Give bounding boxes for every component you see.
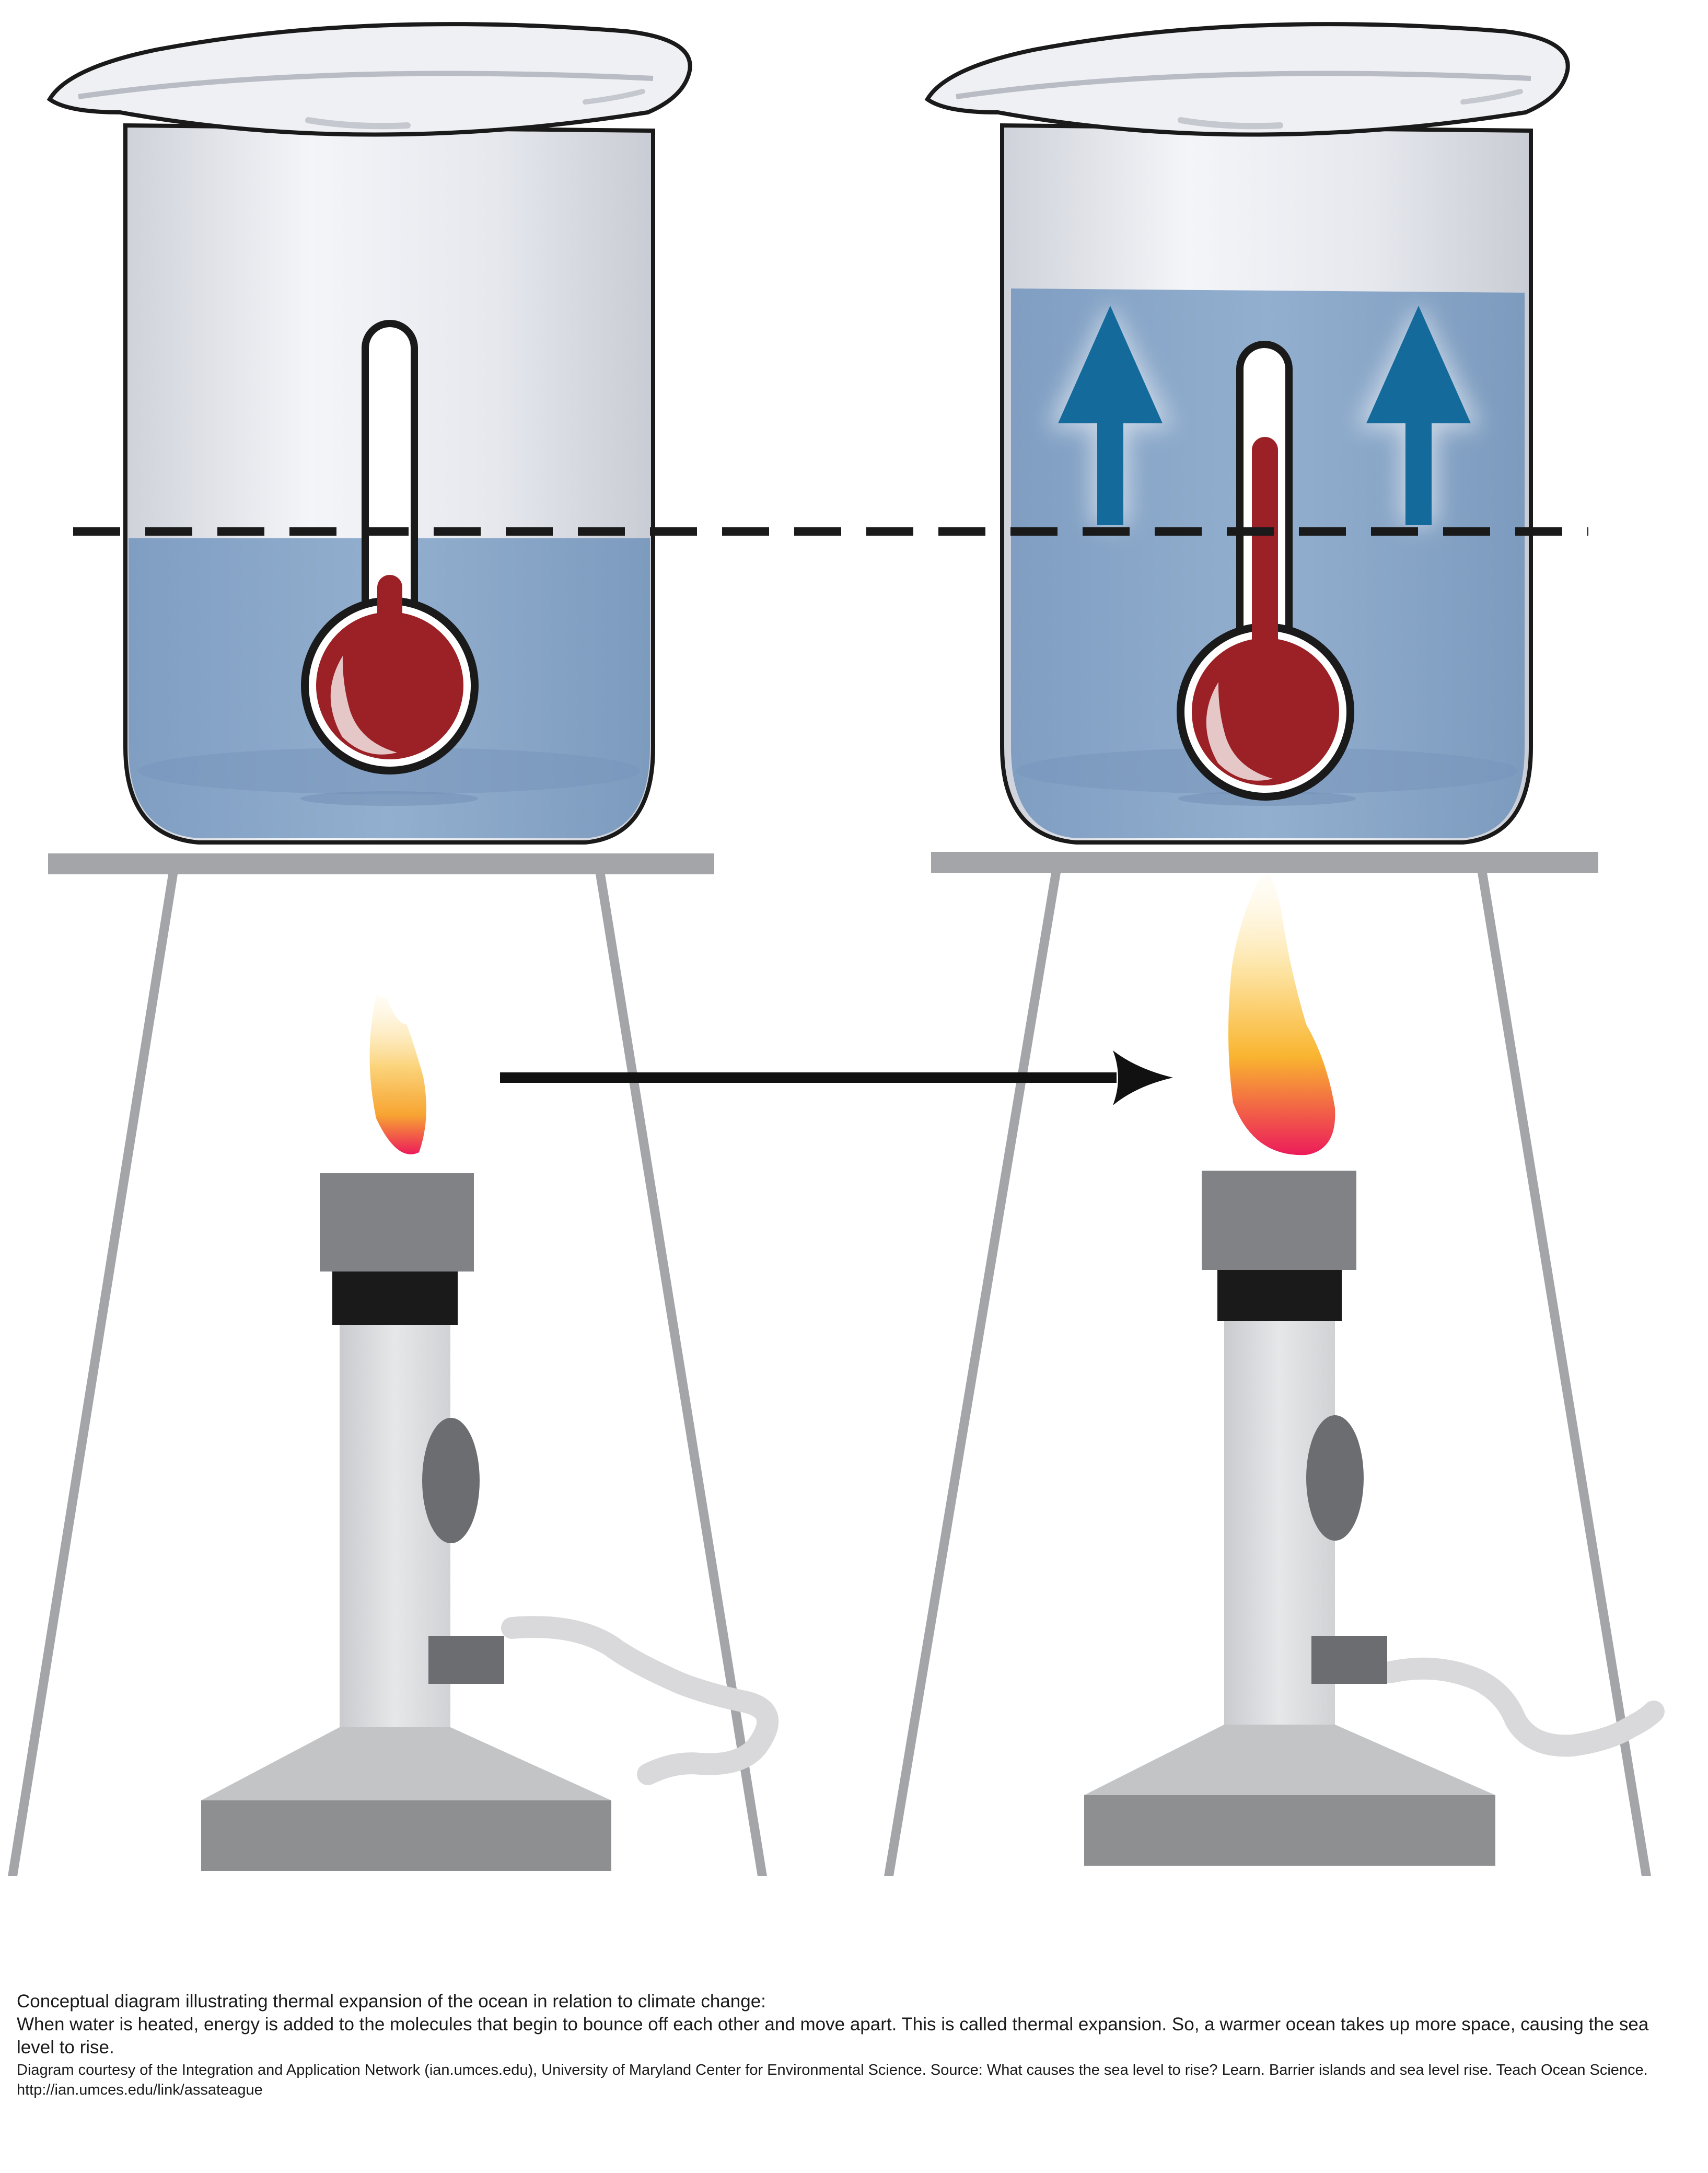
thermal-expansion-diagram	[8, 22, 1665, 1876]
left-setup	[8, 22, 767, 1876]
caption-credit: Diagram courtesy of the Integration and …	[17, 2062, 1648, 2078]
left-thermometer-icon	[301, 320, 479, 775]
left-rise-arrow-up-icon	[1048, 303, 1173, 525]
right-rise-arrow-up-icon	[1356, 303, 1481, 525]
right-flame-icon	[1228, 873, 1335, 1155]
figure-caption: Conceptual diagram illustrating thermal …	[17, 1990, 1689, 2100]
heat-increase-arrow-right-icon	[500, 1050, 1173, 1105]
caption-title: Conceptual diagram illustrating thermal …	[17, 1991, 766, 2012]
right-thermometer-icon	[1177, 341, 1354, 801]
left-bunsen-burner-icon	[201, 996, 779, 1871]
left-tripod-stand	[8, 853, 767, 1876]
caption-link: http://ian.umces.edu/link/assateague	[17, 2082, 263, 2098]
right-tripod-stand	[884, 852, 1651, 1876]
caption-body: When water is heated, energy is added to…	[17, 2014, 1649, 2058]
left-flame-icon	[369, 996, 426, 1154]
right-setup	[884, 22, 1651, 1876]
right-bunsen-burner-icon	[1084, 873, 1665, 1866]
